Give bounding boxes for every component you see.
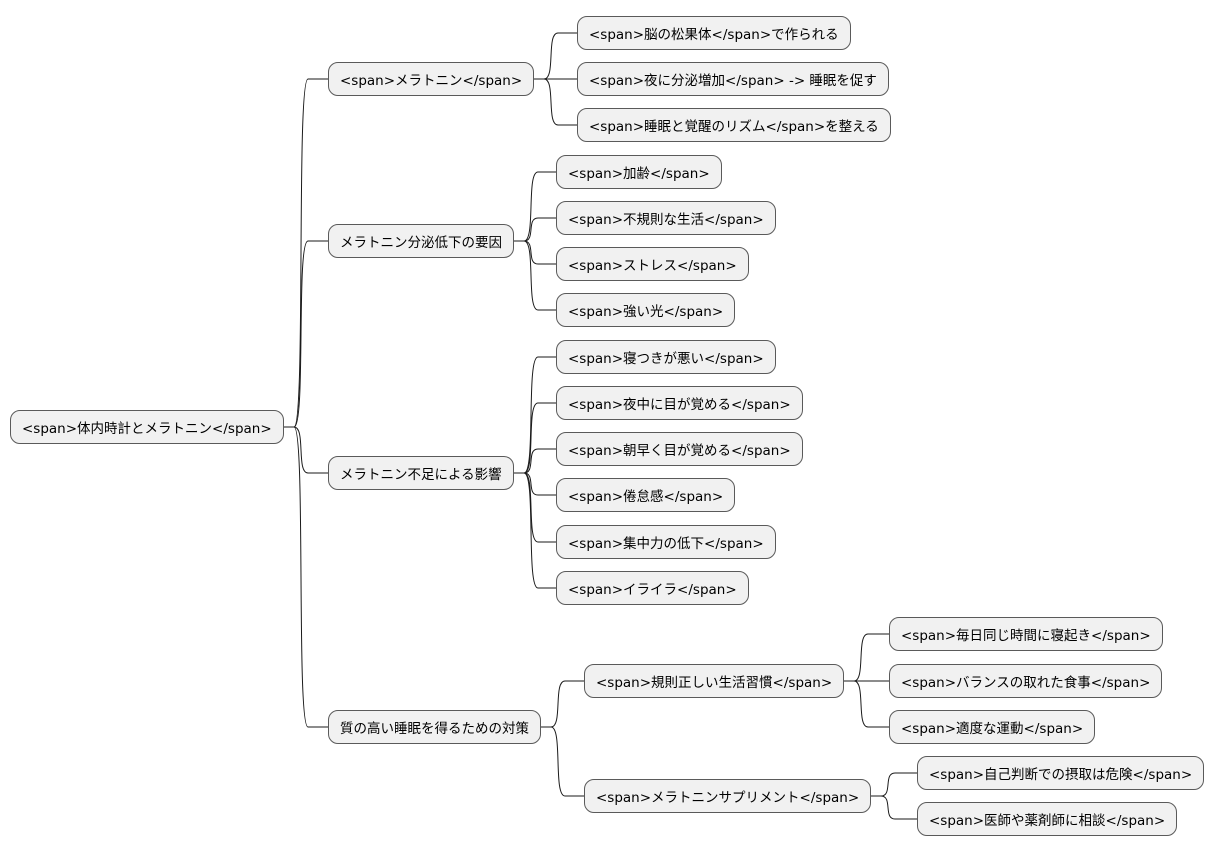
connector-branch-deficiency-effects-to-leaf-irritability: [514, 472, 556, 589]
connector-root-node-to-branch-countermeasures: [284, 426, 328, 728]
leaf-moderate-exercise: <span>適度な運動</span>: [889, 710, 1096, 744]
connector-sub-regular-lifestyle-to-leaf-moderate-exercise: [844, 680, 889, 728]
connector-branch-melatonin-to-leaf-pineal-gland: [534, 32, 577, 80]
branch-countermeasures: 質の高い睡眠を得るための対策: [328, 710, 541, 744]
leaf-strong-light: <span>強い光</span>: [556, 293, 736, 327]
connector-root-node-to-branch-decline-causes: [284, 240, 328, 428]
branch-melatonin: <span>メラトニン</span>: [328, 62, 535, 96]
connector-root-node-to-branch-melatonin: [284, 78, 328, 428]
leaf-night-secretion: <span>夜に分泌増加</span> -> 睡眠を促す: [577, 62, 889, 96]
branch-decline-causes: メラトニン分泌低下の要因: [328, 224, 514, 258]
connector-branch-deficiency-effects-to-leaf-fatigue: [514, 472, 556, 496]
connector-sub-melatonin-supplement-to-leaf-consult-doctor: [871, 795, 917, 820]
connector-sub-melatonin-supplement-to-leaf-self-medication-danger: [871, 772, 917, 797]
root-node: <span>体内時計とメラトニン</span>: [10, 410, 284, 444]
connector-branch-melatonin-to-leaf-sleep-rhythm: [534, 78, 577, 126]
leaf-hard-to-fall-asleep: <span>寝つきが悪い</span>: [556, 340, 776, 374]
connector-branch-deficiency-effects-to-leaf-waking-early: [514, 448, 556, 474]
leaf-fatigue: <span>倦怠感</span>: [556, 478, 736, 512]
connector-branch-countermeasures-to-sub-melatonin-supplement: [541, 726, 584, 797]
leaf-sleep-rhythm: <span>睡眠と覚醒のリズム</span>を整える: [577, 108, 891, 142]
connector-branch-decline-causes-to-leaf-aging: [514, 171, 556, 242]
connector-sub-regular-lifestyle-to-leaf-same-time-sleep: [844, 633, 889, 682]
connector-branch-deficiency-effects-to-leaf-concentration-loss: [514, 472, 556, 543]
leaf-waking-early: <span>朝早く目が覚める</span>: [556, 432, 803, 466]
leaf-waking-at-night: <span>夜中に目が覚める</span>: [556, 386, 803, 420]
connector-branch-decline-causes-to-leaf-strong-light: [514, 240, 556, 311]
branch-deficiency-effects: メラトニン不足による影響: [328, 456, 514, 490]
connector-branch-decline-causes-to-leaf-irregular-life: [514, 217, 556, 242]
leaf-balanced-diet: <span>バランスの取れた食事</span>: [889, 664, 1163, 698]
leaf-irregular-life: <span>不規則な生活</span>: [556, 201, 776, 235]
sub-melatonin-supplement: <span>メラトニンサプリメント</span>: [584, 779, 872, 813]
leaf-same-time-sleep: <span>毎日同じ時間に寝起き</span>: [889, 617, 1163, 651]
leaf-concentration-loss: <span>集中力の低下</span>: [556, 525, 776, 559]
leaf-consult-doctor: <span>医師や薬剤師に相談</span>: [917, 802, 1178, 836]
connector-branch-deficiency-effects-to-leaf-waking-at-night: [514, 402, 556, 474]
connector-branch-decline-causes-to-leaf-stress: [514, 240, 556, 265]
connector-branch-deficiency-effects-to-leaf-hard-to-fall-asleep: [514, 356, 556, 474]
leaf-aging: <span>加齢</span>: [556, 155, 722, 189]
connector-branch-countermeasures-to-sub-regular-lifestyle: [541, 680, 584, 728]
leaf-irritability: <span>イライラ</span>: [556, 571, 749, 605]
connector-root-node-to-branch-deficiency-effects: [284, 426, 328, 474]
leaf-self-medication-danger: <span>自己判断での摂取は危険</span>: [917, 756, 1205, 790]
sub-regular-lifestyle: <span>規則正しい生活習慣</span>: [584, 664, 845, 698]
leaf-stress: <span>ストレス</span>: [556, 247, 749, 281]
leaf-pineal-gland: <span>脳の松果体</span>で作られる: [577, 16, 851, 50]
